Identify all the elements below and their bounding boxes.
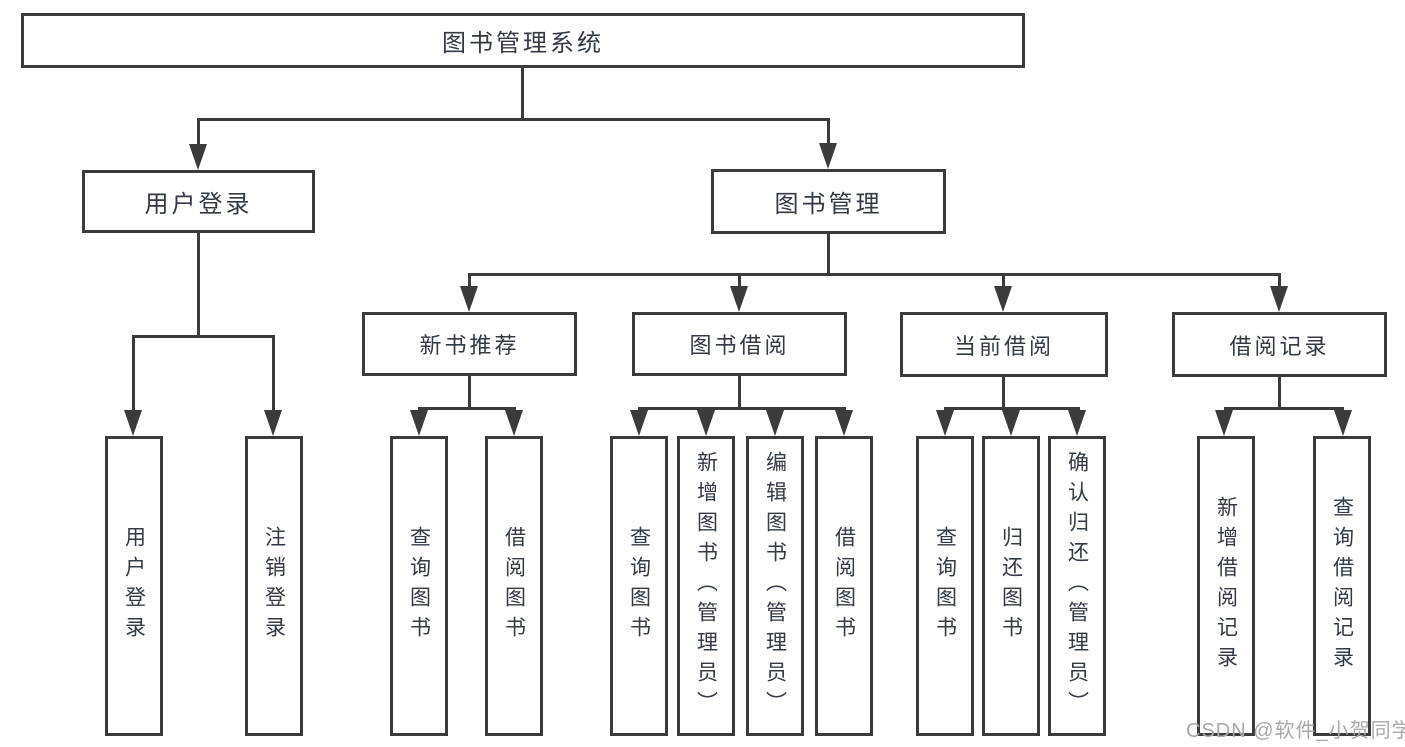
arrowhead-into-user-login (189, 144, 207, 170)
leaf-add-book-admin-label: 新增图书（管理员） (694, 451, 718, 721)
node-book-management-label: 图书管理 (774, 191, 883, 218)
arrowhead-into-book-management (819, 143, 837, 169)
leaf-query-book-current-label: 查询图书 (933, 526, 957, 646)
arrowhead-into-leaf-confirm-return (1068, 410, 1086, 436)
connector-stub-book-management (827, 118, 830, 146)
leaf-borrow-book-recommend-label: 借阅图书 (502, 526, 526, 646)
connector-root-stem (521, 68, 524, 120)
leaf-query-book-borrowing-label: 查询图书 (627, 526, 651, 646)
arrowhead-into-leaf-logout (264, 410, 282, 436)
connector-book-borrow-stem (738, 376, 741, 409)
leaf-add-borrow-record: 新增借阅记录 (1197, 436, 1255, 736)
arrowhead-into-leaf-login (124, 410, 142, 436)
node-borrow-records-label: 借阅记录 (1229, 333, 1330, 359)
node-root-label: 图书管理系统 (442, 30, 604, 57)
leaf-logout: 注销登录 (245, 436, 303, 736)
arrowhead-into-borrow-records (1270, 286, 1288, 312)
connector-stub-book-borrow (738, 273, 741, 289)
arrowhead-into-leaf-return-book (1002, 410, 1020, 436)
leaf-confirm-return-admin-label: 确认归还（管理员） (1065, 451, 1089, 721)
node-new-book-recommend-label: 新书推荐 (419, 333, 520, 358)
arrowhead-into-leaf-query-record (1334, 410, 1352, 436)
connector-user-login-stem (197, 233, 200, 337)
leaf-add-borrow-record-label: 新增借阅记录 (1214, 496, 1238, 676)
leaf-query-book-current: 查询图书 (916, 436, 974, 736)
connector-stub-leaf-logout (272, 335, 275, 412)
leaf-return-book: 归还图书 (982, 436, 1040, 736)
node-user-login: 用户登录 (82, 170, 315, 233)
node-new-book-recommend: 新书推荐 (362, 312, 577, 376)
node-book-management: 图书管理 (711, 169, 946, 234)
node-root: 图书管理系统 (21, 13, 1025, 68)
connector-book-borrow-hline (638, 407, 846, 410)
arrowhead-into-book-borrow (730, 286, 748, 312)
connector-current-borrow-stem (1002, 377, 1005, 409)
leaf-user-login: 用户登录 (105, 436, 163, 736)
arrowhead-into-leaf-borrow-book-1 (505, 410, 523, 436)
connector-borrow-records-stem (1278, 377, 1281, 409)
connector-stub-leaf-login (132, 335, 135, 412)
arrowhead-into-leaf-query-book-3 (936, 410, 954, 436)
connector-user-login-hline (133, 335, 275, 338)
leaf-user-login-label: 用户登录 (122, 526, 146, 646)
node-borrow-records: 借阅记录 (1172, 312, 1387, 377)
connector-stub-borrow-records (1278, 273, 1281, 289)
arrowhead-into-leaf-borrow-book-2 (835, 410, 853, 436)
connector-new-book-hline (418, 407, 516, 410)
leaf-borrow-book-borrowing-label: 借阅图书 (832, 526, 856, 646)
arrowhead-into-new-book (460, 286, 478, 312)
leaf-borrow-book-borrowing: 借阅图书 (815, 436, 873, 736)
arrowhead-into-leaf-query-book-1 (410, 410, 428, 436)
arrowhead-into-leaf-add-record (1215, 410, 1233, 436)
leaf-logout-label: 注销登录 (262, 526, 286, 646)
leaf-edit-book-admin-label: 编辑图书（管理员） (763, 451, 787, 721)
leaf-query-borrow-record: 查询借阅记录 (1313, 436, 1371, 736)
node-book-borrowing-label: 图书借阅 (689, 333, 790, 358)
connector-book-management-stem (827, 234, 830, 275)
node-current-borrowing: 当前借阅 (900, 312, 1108, 377)
node-user-login-label: 用户登录 (144, 191, 253, 218)
leaf-query-borrow-record-label: 查询借阅记录 (1330, 496, 1354, 676)
connector-borrow-records-hline (1224, 407, 1344, 410)
csdn-watermark: CSDN @软件_小贺同学 (1186, 720, 1405, 742)
connector-current-borrow-hline (944, 407, 1080, 410)
connector-stub-user-login (197, 118, 200, 146)
leaf-borrow-book-recommend: 借阅图书 (485, 436, 543, 736)
connector-new-book-stem (468, 376, 471, 409)
connector-stub-new-book (468, 273, 471, 289)
leaf-query-book-recommend-label: 查询图书 (407, 526, 431, 646)
arrowhead-into-leaf-edit-book (766, 410, 784, 436)
leaf-edit-book-admin: 编辑图书（管理员） (746, 436, 804, 736)
arrowhead-into-leaf-query-book-2 (630, 410, 648, 436)
leaf-query-book-recommend: 查询图书 (390, 436, 448, 736)
leaf-query-book-borrowing: 查询图书 (610, 436, 668, 736)
connector-stub-current-borrow (1002, 273, 1005, 289)
node-book-borrowing: 图书借阅 (632, 312, 847, 376)
arrowhead-into-leaf-add-book (697, 410, 715, 436)
connector-level3-hline (468, 273, 1281, 276)
leaf-add-book-admin: 新增图书（管理员） (677, 436, 735, 736)
arrowhead-into-current-borrow (994, 286, 1012, 312)
leaf-confirm-return-admin: 确认归还（管理员） (1048, 436, 1106, 736)
connector-level1-hline (197, 118, 830, 121)
node-current-borrowing-label: 当前借阅 (953, 333, 1054, 359)
leaf-return-book-label: 归还图书 (999, 526, 1023, 646)
